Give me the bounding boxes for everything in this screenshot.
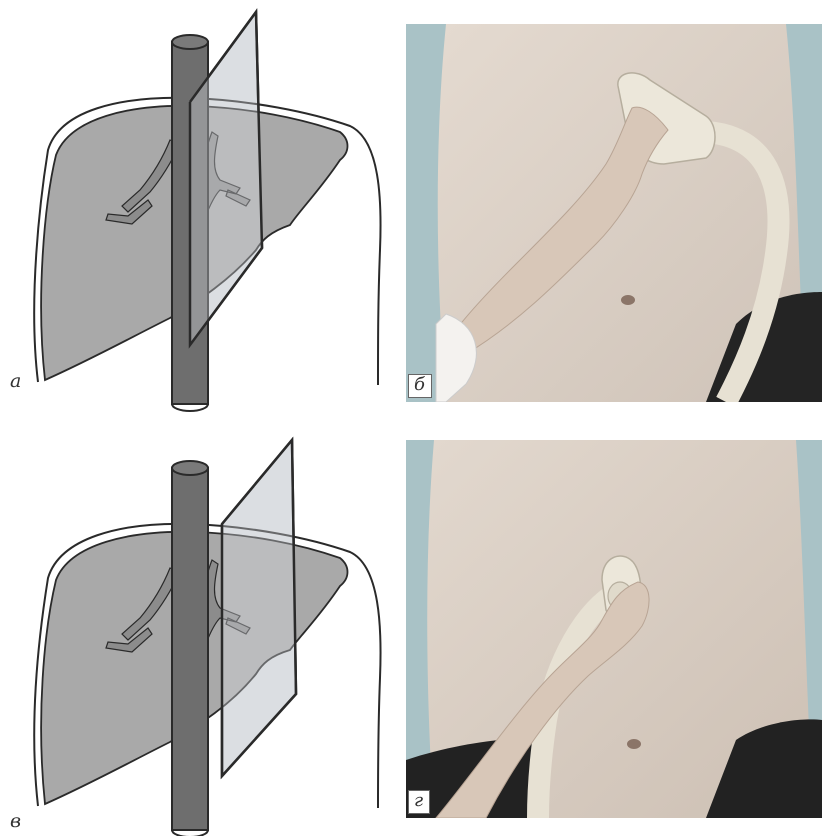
panel-label-a: а <box>10 372 21 391</box>
liver-diagram-longitudinal-plane <box>0 0 390 418</box>
navel <box>621 295 635 305</box>
panel-label-g: г <box>408 790 430 814</box>
panel-a: а <box>0 0 390 418</box>
panel-b: б <box>406 24 822 402</box>
vena-cava-top <box>172 35 208 49</box>
scan-plane-edge <box>222 440 296 776</box>
navel <box>627 739 641 749</box>
panel-v: в <box>0 418 390 836</box>
vena-cava-top <box>172 461 208 475</box>
photo-paramedian-probe-position <box>406 440 822 818</box>
panel-g: г <box>406 440 822 818</box>
panel-label-b: б <box>408 374 432 398</box>
liver-diagram-paramedian-plane <box>0 418 390 836</box>
panel-label-v: в <box>10 812 21 831</box>
vena-cava <box>172 468 208 830</box>
photo-longitudinal-probe-position <box>406 24 822 402</box>
